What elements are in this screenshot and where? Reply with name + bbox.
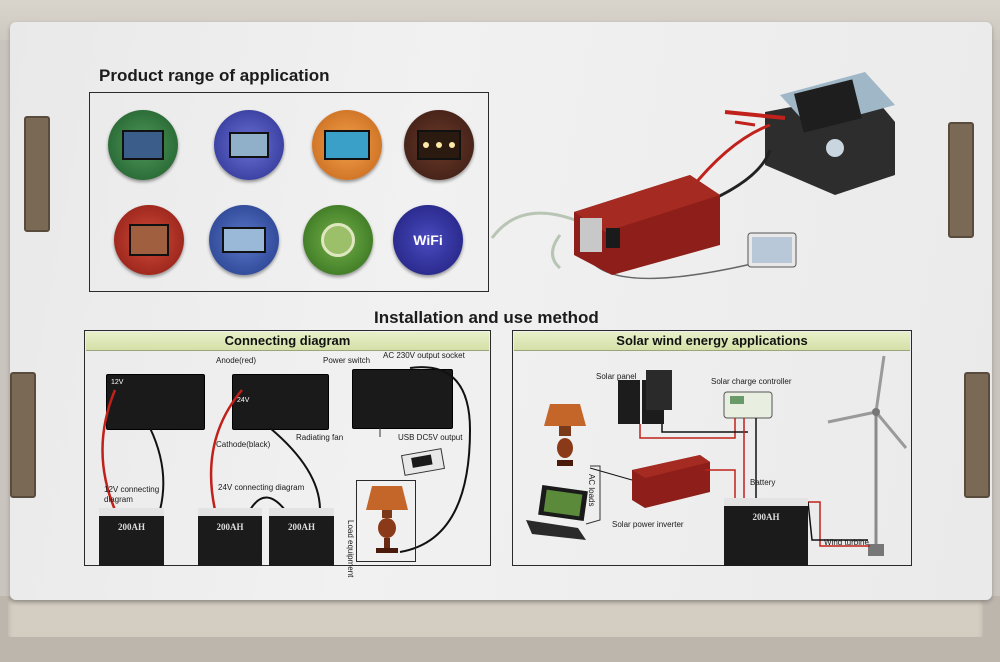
battery-illustration [765,72,895,195]
24v-diagram-label: 24V connecting diagram [218,483,305,492]
battery-label: Battery [750,478,776,487]
wifi-text: WiFi [413,232,443,248]
inverter-12v: 12V [106,374,205,430]
solar-inverter-label: Solar power inverter [612,520,684,529]
box-tab-right-top [948,122,974,238]
anode-label: Anode(red) [216,356,257,365]
desktop-computer-icon [108,110,178,180]
inverter-output-side [352,369,453,429]
laptop-illustration [526,484,588,540]
box-tab-right-bottom [964,372,990,498]
tv-icon [312,110,382,180]
radiating-fan-label: Radiating fan [296,433,344,442]
product-range-frame [89,92,489,292]
solar-wires [585,418,870,547]
ac-loads-label: AC loads [587,474,596,507]
box-tab-left-top [24,116,50,232]
charge-controller-label: Solar charge controller [711,377,792,386]
devices-icon [209,205,279,275]
battery-24v-b: 200AH [269,508,334,566]
product-range-title: Product range of application [99,66,330,85]
inverter-12v-label: 12V [111,379,124,386]
lamp-icon [404,110,474,180]
ac-socket-label: AC 230V output socket [383,351,465,360]
wind-turbine-label: Wind turbine [824,538,869,547]
connecting-diagram-header: Connecting diagram [86,332,489,351]
solar-panel-label: Solar panel [596,372,637,381]
cardboard-lip [8,597,983,637]
video-player-icon [114,205,184,275]
inverter-24v: 24V [232,374,329,430]
solar-inverter-illustration [632,455,710,508]
power-switch-label: Power switch [323,356,371,365]
solar-panel-illustration [618,370,672,424]
wifi-router-icon: WiFi [393,205,463,275]
charge-controller-illustration [723,391,773,419]
battery-24v-a: 200AH [198,508,262,566]
phone-illustration [747,232,797,268]
solar-lamp-illustration [544,404,586,466]
inverter-24v-label: 24V [237,397,250,404]
12v-diagram-label: 12V connecting diagram [104,485,160,504]
wind-turbine-illustration [827,355,908,556]
table-lamp-icon [366,486,408,553]
installation-title: Installation and use method [374,308,599,327]
usb-output-label: USB DC5V output [398,433,463,442]
solar-battery: 200AH [724,498,808,566]
battery-12v: 200AH [99,508,164,566]
box-tab-left-bottom [10,372,36,498]
load-equipment-frame [356,480,416,562]
cables [490,110,786,280]
solar-wind-header: Solar wind energy applications [514,332,910,351]
fan-icon [303,205,373,275]
laptop-icon [214,110,284,180]
cathode-label: Cathode(black) [216,440,271,449]
inverter-illustration [574,175,720,275]
solar-wind-frame [512,330,912,566]
